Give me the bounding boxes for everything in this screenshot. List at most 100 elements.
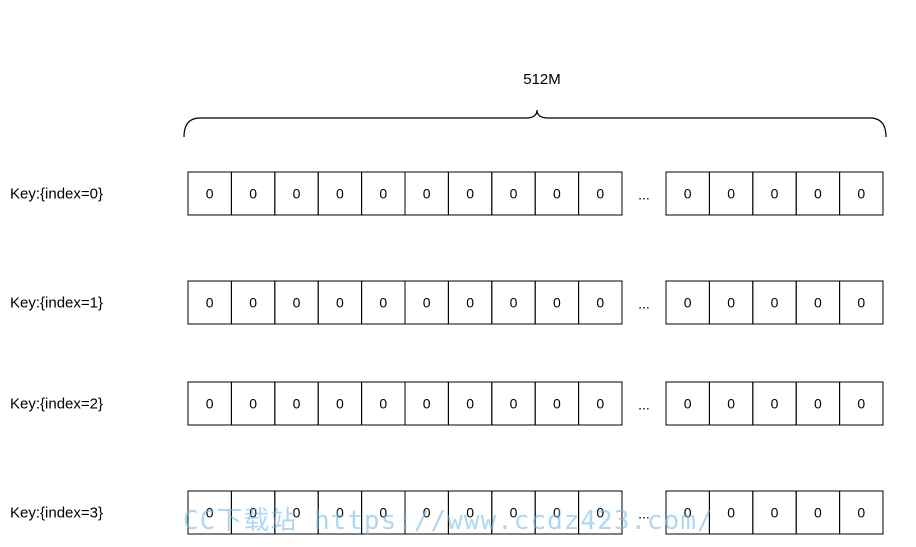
bit-cell: 0 <box>491 381 536 426</box>
bit-cell: 0 <box>708 381 754 426</box>
bit-value: 0 <box>293 396 301 412</box>
bit-value: 0 <box>857 505 865 521</box>
bit-value: 0 <box>814 295 822 311</box>
bit-value: 0 <box>553 295 561 311</box>
bit-value: 0 <box>249 396 257 412</box>
bit-cell-box <box>578 490 623 535</box>
ellipsis: ... <box>638 296 650 312</box>
bit-value: 0 <box>466 505 474 521</box>
bit-cell: 0 <box>795 280 841 325</box>
bit-value: 0 <box>293 505 301 521</box>
bit-cell: 0 <box>447 171 493 216</box>
bit-cell: 0 <box>274 171 319 216</box>
bit-value: 0 <box>206 505 214 521</box>
bit-value: 0 <box>727 505 735 521</box>
bit-value: 0 <box>249 505 257 521</box>
bit-value: 0 <box>814 186 822 202</box>
bit-value: 0 <box>857 186 865 202</box>
bit-value: 0 <box>857 396 865 412</box>
bit-cell: 0 <box>839 381 884 426</box>
bit-value: 0 <box>379 295 387 311</box>
bit-value: 0 <box>423 186 431 202</box>
bit-value: 0 <box>684 295 692 311</box>
ellipsis: ... <box>638 506 650 522</box>
bit-cell: 0 <box>534 171 580 216</box>
bit-cell: 0 <box>795 490 841 535</box>
bit-cell: 0 <box>795 171 841 216</box>
bit-value: 0 <box>510 505 518 521</box>
bit-value: 0 <box>684 505 692 521</box>
row-label: Key:{index=3} <box>10 505 103 522</box>
bit-value: 0 <box>771 295 779 311</box>
bit-cell: 0 <box>317 280 363 325</box>
bit-cell: 0 <box>839 171 884 216</box>
bit-value: 0 <box>553 186 561 202</box>
bit-cell: 0 <box>187 280 232 325</box>
bit-cell: 0 <box>317 381 363 426</box>
size-label: 512M <box>523 71 561 88</box>
bit-value: 0 <box>466 295 474 311</box>
bit-cell-box <box>578 171 623 216</box>
bit-cell-box <box>839 280 884 325</box>
bit-cell: 0 <box>491 171 536 216</box>
bit-value: 0 <box>727 396 735 412</box>
bit-value: 0 <box>814 505 822 521</box>
bit-value: 0 <box>553 505 561 521</box>
bit-cell: 0 <box>230 171 276 216</box>
bit-cell: 0 <box>361 280 406 325</box>
ellipsis: ... <box>638 187 650 203</box>
bit-cell: 0 <box>404 381 449 426</box>
bit-value: 0 <box>771 396 779 412</box>
bit-value: 0 <box>684 186 692 202</box>
bit-value: 0 <box>423 505 431 521</box>
bit-cell: 0 <box>274 280 319 325</box>
row-label: Key:{index=0} <box>10 186 103 203</box>
bit-cell: 0 <box>274 381 319 426</box>
bit-value: 0 <box>510 396 518 412</box>
bit-value: 0 <box>466 186 474 202</box>
bit-cell-box <box>839 381 884 426</box>
bit-cell: 0 <box>230 381 276 426</box>
bit-value: 0 <box>814 396 822 412</box>
bit-cell: 0 <box>752 171 797 216</box>
bit-value: 0 <box>423 396 431 412</box>
bit-cell: 0 <box>578 171 623 216</box>
bit-value: 0 <box>249 186 257 202</box>
bit-value: 0 <box>510 186 518 202</box>
bit-cell: 0 <box>534 280 580 325</box>
bit-cell: 0 <box>230 280 276 325</box>
bit-value: 0 <box>336 396 344 412</box>
bit-cell-box <box>578 280 623 325</box>
row-label: Key:{index=1} <box>10 295 103 312</box>
bit-cell: 0 <box>752 381 797 426</box>
bit-value: 0 <box>293 295 301 311</box>
bit-cell: 0 <box>665 171 710 216</box>
bit-value: 0 <box>510 295 518 311</box>
bit-cell: 0 <box>491 280 536 325</box>
bit-cell: 0 <box>708 490 754 535</box>
bit-value: 0 <box>336 505 344 521</box>
watermark-text: CC下载站 https://www.ccdz423.com/ <box>183 506 714 536</box>
bit-cell: 0 <box>839 490 884 535</box>
bit-cell: 0 <box>665 280 710 325</box>
bit-value: 0 <box>727 295 735 311</box>
bit-cell: 0 <box>404 171 449 216</box>
bit-value: 0 <box>379 505 387 521</box>
bit-value: 0 <box>293 186 301 202</box>
bit-value: 0 <box>206 186 214 202</box>
bit-value: 0 <box>771 505 779 521</box>
bit-value: 0 <box>684 396 692 412</box>
bit-value: 0 <box>379 396 387 412</box>
bit-cell: 0 <box>752 490 797 535</box>
bit-value: 0 <box>206 396 214 412</box>
bit-value: 0 <box>249 295 257 311</box>
bit-value: 0 <box>553 396 561 412</box>
bit-cell: 0 <box>447 280 493 325</box>
bit-cell: 0 <box>708 280 754 325</box>
bit-cell: 0 <box>361 381 406 426</box>
bit-cell: 0 <box>578 381 623 426</box>
